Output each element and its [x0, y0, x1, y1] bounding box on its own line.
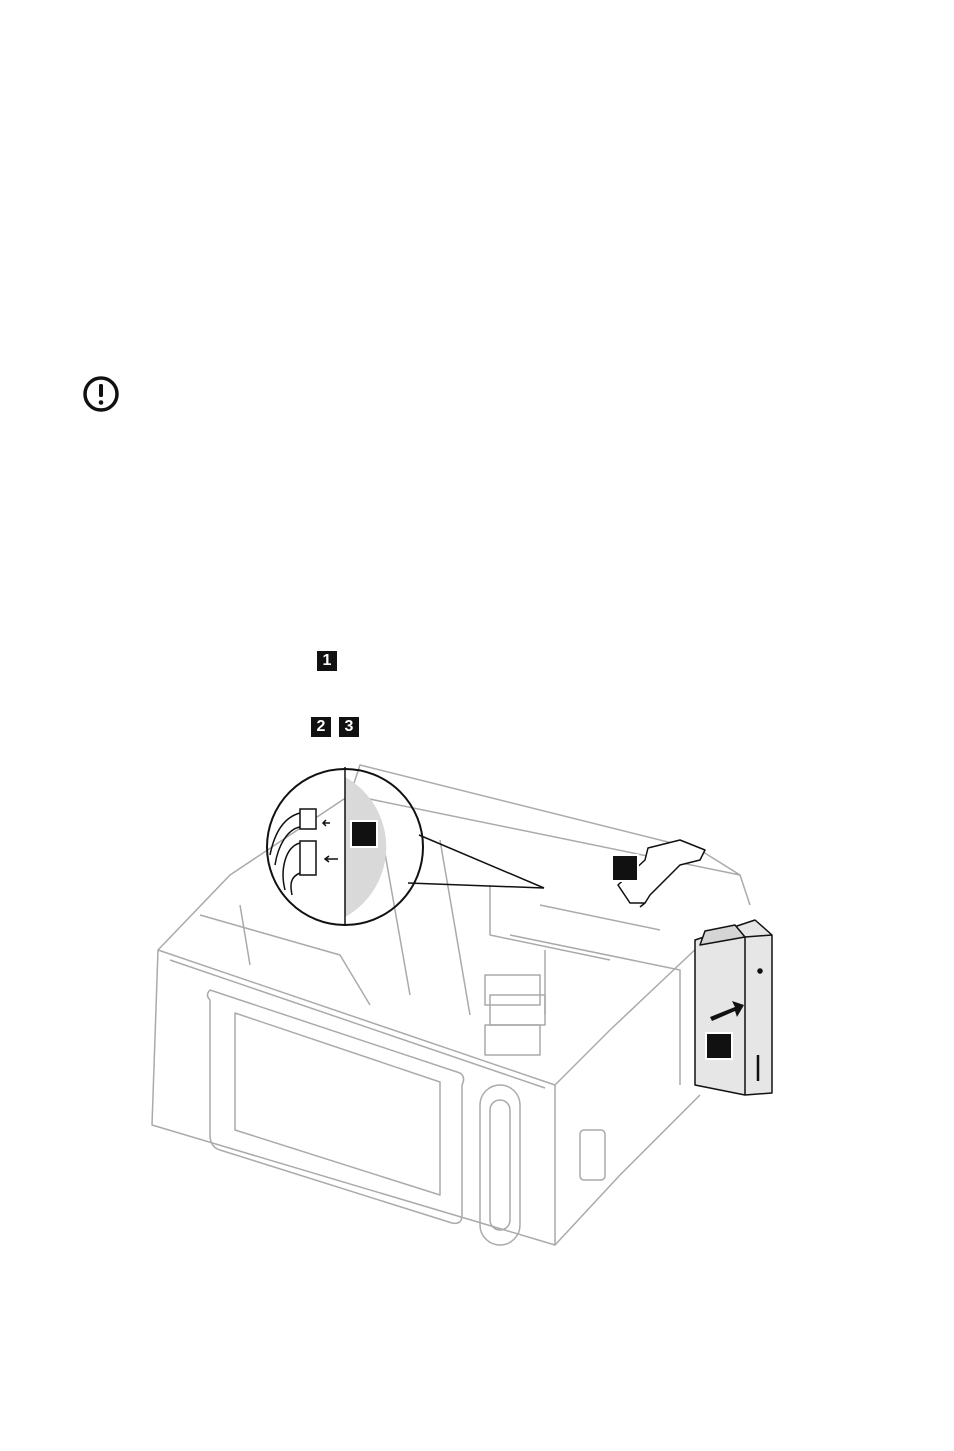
figure-badge-callout — [351, 821, 377, 847]
chassis-illustration — [140, 755, 780, 1255]
figure-badge-drive — [706, 1033, 732, 1059]
cable-connector-callout — [267, 767, 544, 925]
chassis-vent-oval — [480, 1085, 520, 1245]
step-badge-2: 2 — [311, 717, 331, 737]
chassis-window — [208, 990, 464, 1223]
step-badge-3: 3 — [339, 717, 359, 737]
step-badge-1: 1 — [317, 651, 337, 671]
figure-badge-hand — [612, 855, 638, 881]
optical-drive — [695, 920, 772, 1095]
caution-exclamation-icon — [82, 375, 120, 413]
